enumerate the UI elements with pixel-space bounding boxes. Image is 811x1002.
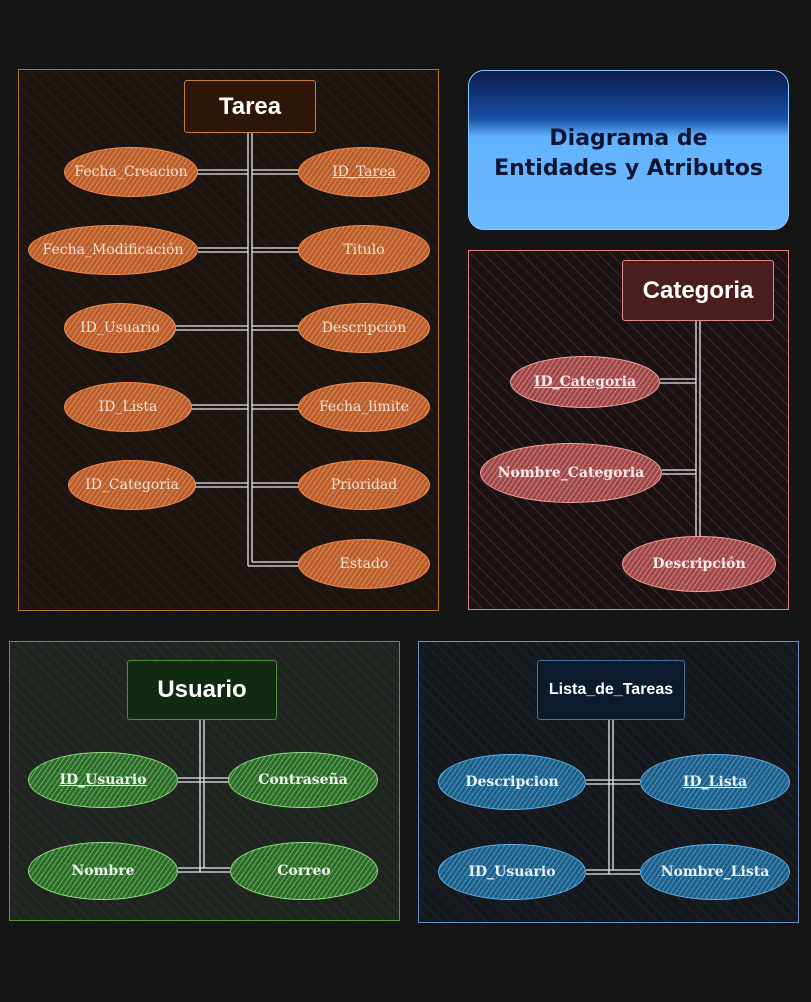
diagram-title-line2: Entidades y Atributos [494, 156, 763, 181]
categoria-title: Categoria [622, 260, 774, 321]
attr-id-usuario-fk: ID_Usuario [64, 303, 176, 353]
attr-id-usuario: ID_Usuario [28, 752, 178, 808]
attr-descripcion-categoria: Descripción [622, 536, 776, 592]
attr-id-lista: ID_Lista [640, 754, 790, 810]
attr-correo: Correo [230, 842, 378, 900]
attr-id-categoria: ID_Categoria [510, 356, 660, 408]
usuario-title: Usuario [127, 660, 277, 720]
attr-descripcion-tarea: Descripción [298, 303, 430, 353]
attr-id-categoria-fk: ID_Categoria [68, 460, 196, 510]
attr-id-usuario-lista: ID_Usuario [438, 844, 586, 900]
attr-id-lista-fk: ID_Lista [64, 382, 192, 432]
diagram-title-box: Diagrama de Entidades y Atributos [468, 70, 789, 230]
diagram-title-line1: Diagrama de [549, 126, 708, 151]
attr-fecha-creacion: Fecha_Creacion [64, 147, 198, 197]
attr-titulo: Titulo [298, 225, 430, 275]
attr-descripcion-lista: Descripcion [438, 754, 586, 810]
attr-nombre: Nombre [28, 842, 178, 900]
lista-title: Lista_de_Tareas [537, 660, 685, 720]
attr-fecha-limite: Fecha_limite [298, 382, 430, 432]
attr-contrasena: Contraseña [228, 752, 378, 808]
attr-nombre-categoria: Nombre_Categoria [480, 443, 662, 503]
tarea-title: Tarea [184, 80, 316, 133]
attr-id-tarea: ID_Tarea [298, 147, 430, 197]
attr-fecha-modificacion: Fecha_Modificación [28, 225, 198, 275]
attr-prioridad: Prioridad [298, 460, 430, 510]
attr-nombre-lista: Nombre_Lista [640, 844, 790, 900]
attr-estado: Estado [298, 539, 430, 589]
